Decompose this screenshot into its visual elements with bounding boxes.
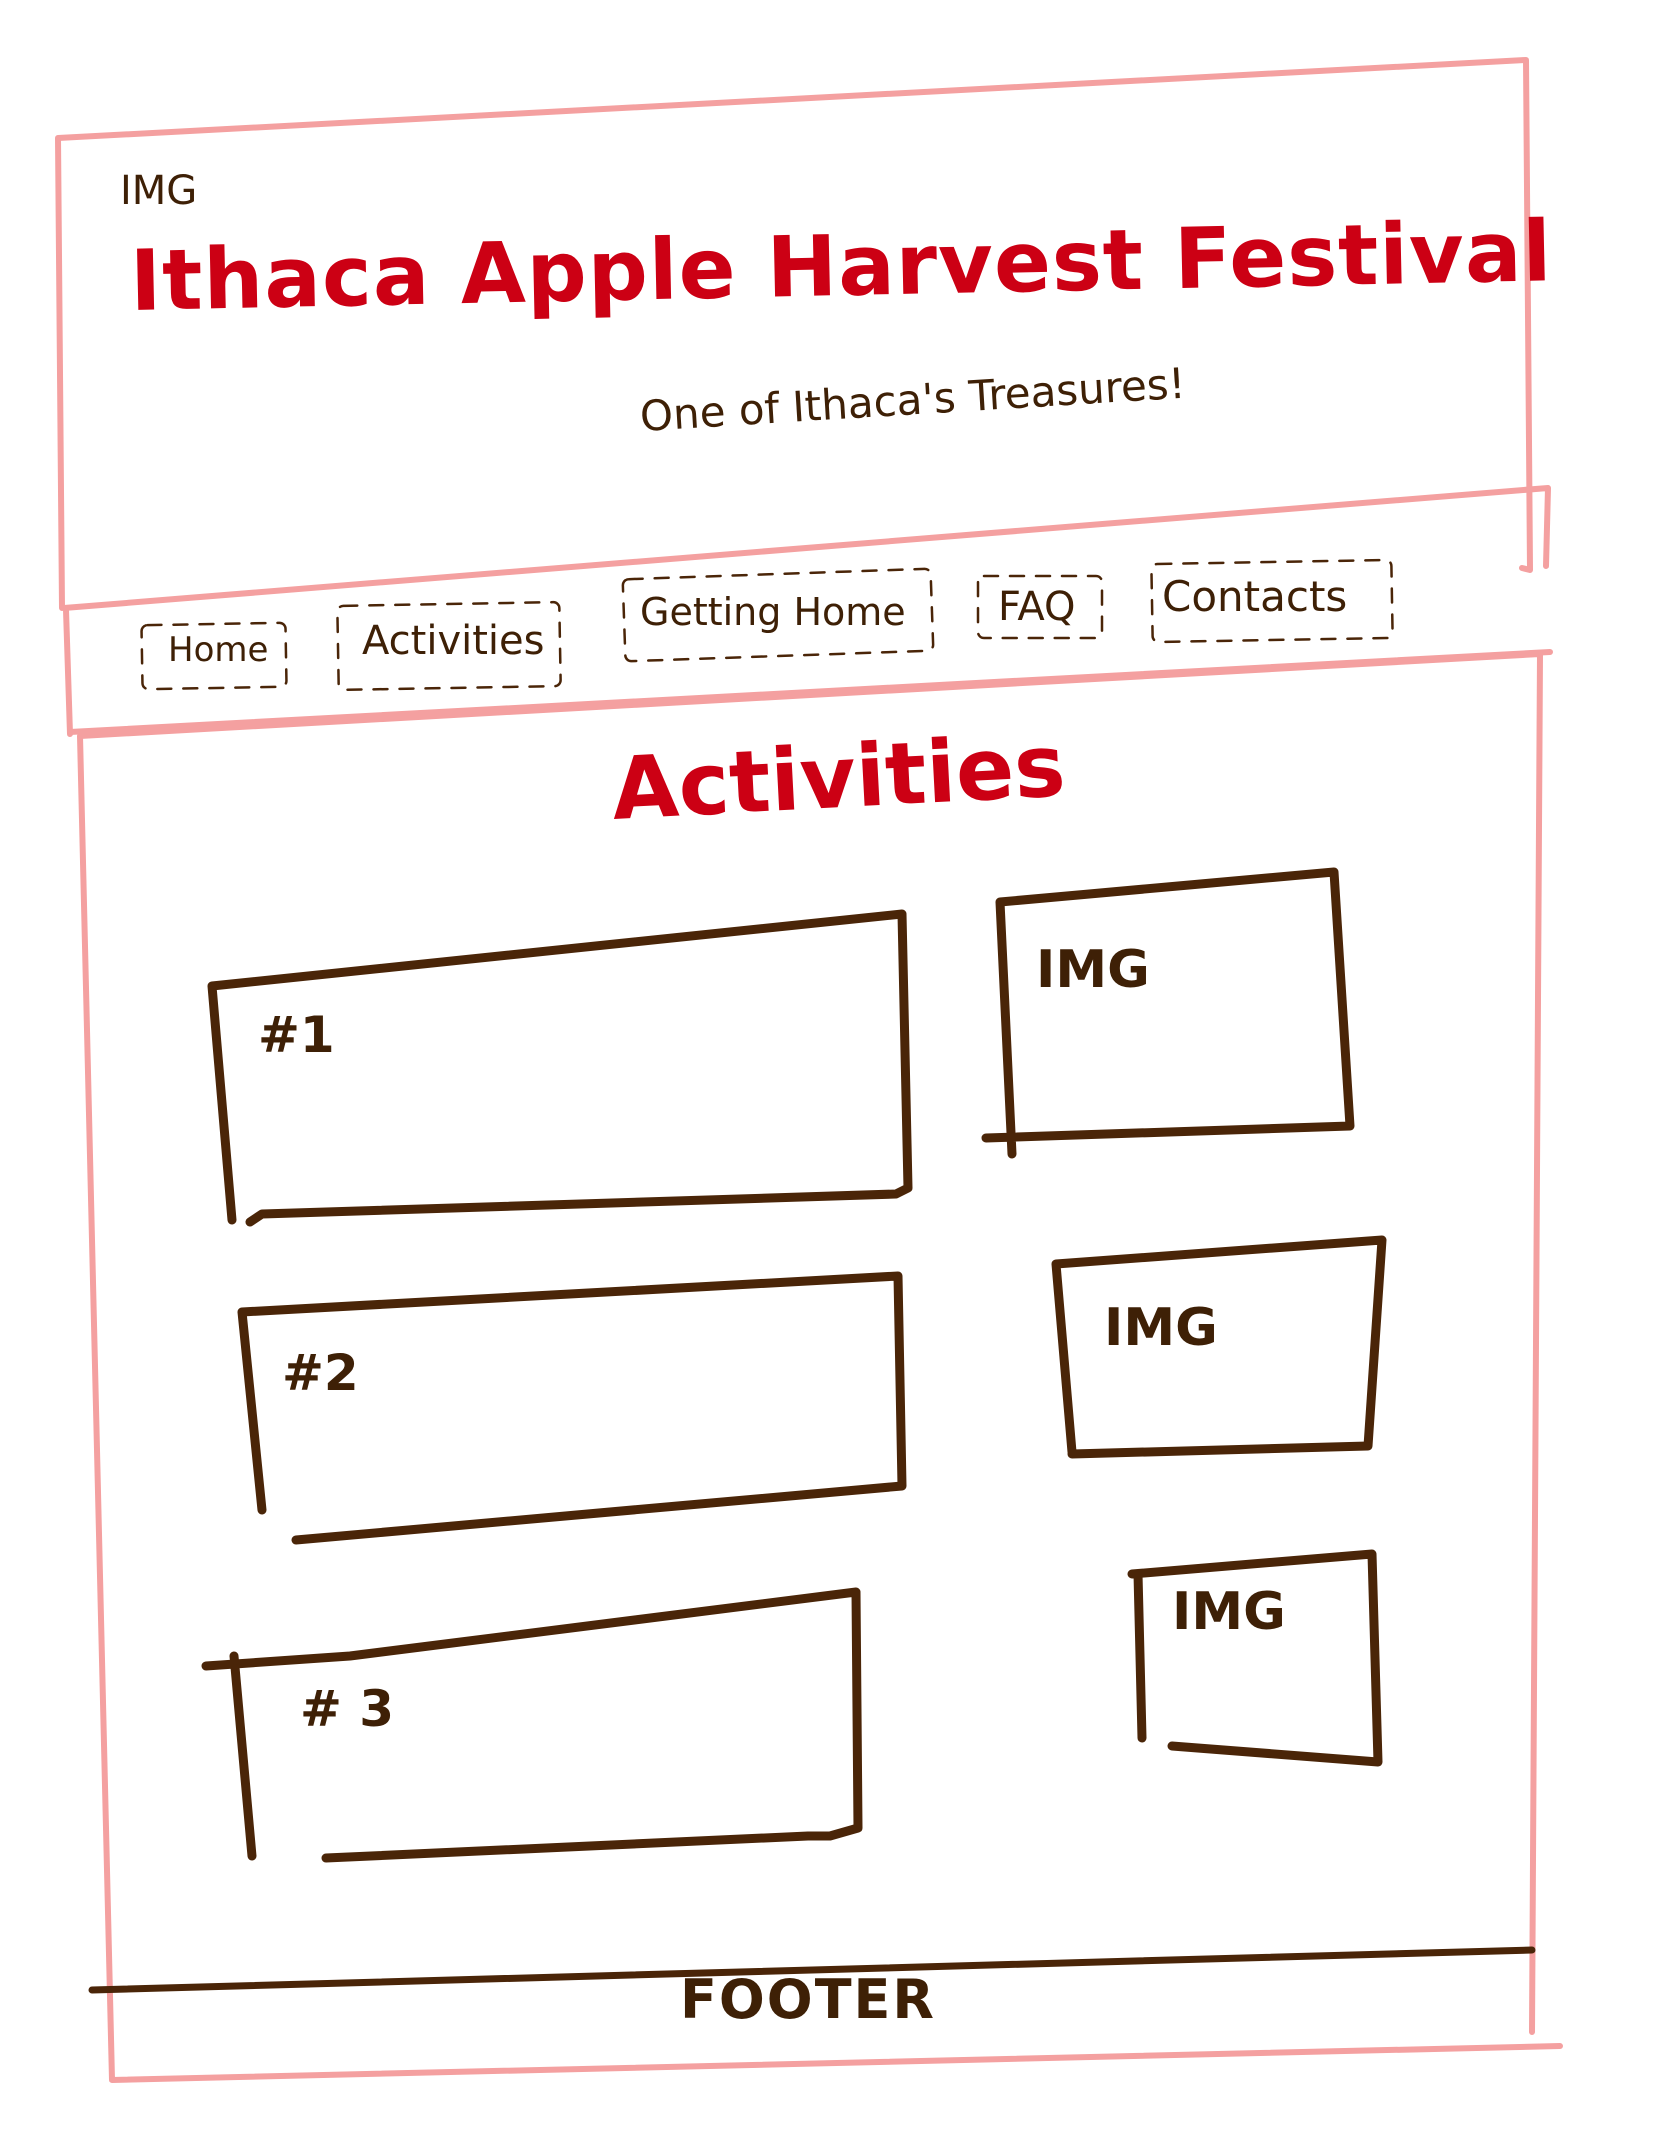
image-placeholder-3: IMG [1172,1582,1286,1642]
activity-box-2 [237,1271,907,1545]
nav-contacts-outline [1150,558,1394,644]
header-frame [55,57,1533,611]
activity-number-1: #1 [258,1006,335,1064]
header-image-placeholder: IMG [120,168,198,214]
footer-rule [88,1946,1536,1994]
image-box-2 [1051,1235,1387,1459]
activity-box-1 [207,909,913,1227]
nav-activities-outline [336,600,562,692]
nav-getting-home-outline [621,567,935,663]
footer-label: FOOTER [680,1968,937,2031]
nav-link-getting-home[interactable]: Getting Home [640,590,906,634]
page-frame [77,651,1563,2083]
nav-link-activities[interactable]: Activities [362,618,545,664]
nav-link-home[interactable]: Home [168,630,269,670]
nav-faq-outline [976,574,1104,640]
image-placeholder-1: IMG [1036,940,1150,1000]
image-box-3 [1127,1549,1383,1767]
nav-link-contacts[interactable]: Contacts [1162,572,1348,621]
image-box-1 [981,867,1355,1159]
activity-box-3 [201,1587,863,1863]
activity-number-3: # 3 [300,1680,395,1738]
nav-home-outline [140,621,288,691]
activity-number-2: #2 [282,1344,359,1402]
image-placeholder-2: IMG [1104,1298,1218,1358]
nav-link-faq[interactable]: FAQ [998,584,1076,630]
